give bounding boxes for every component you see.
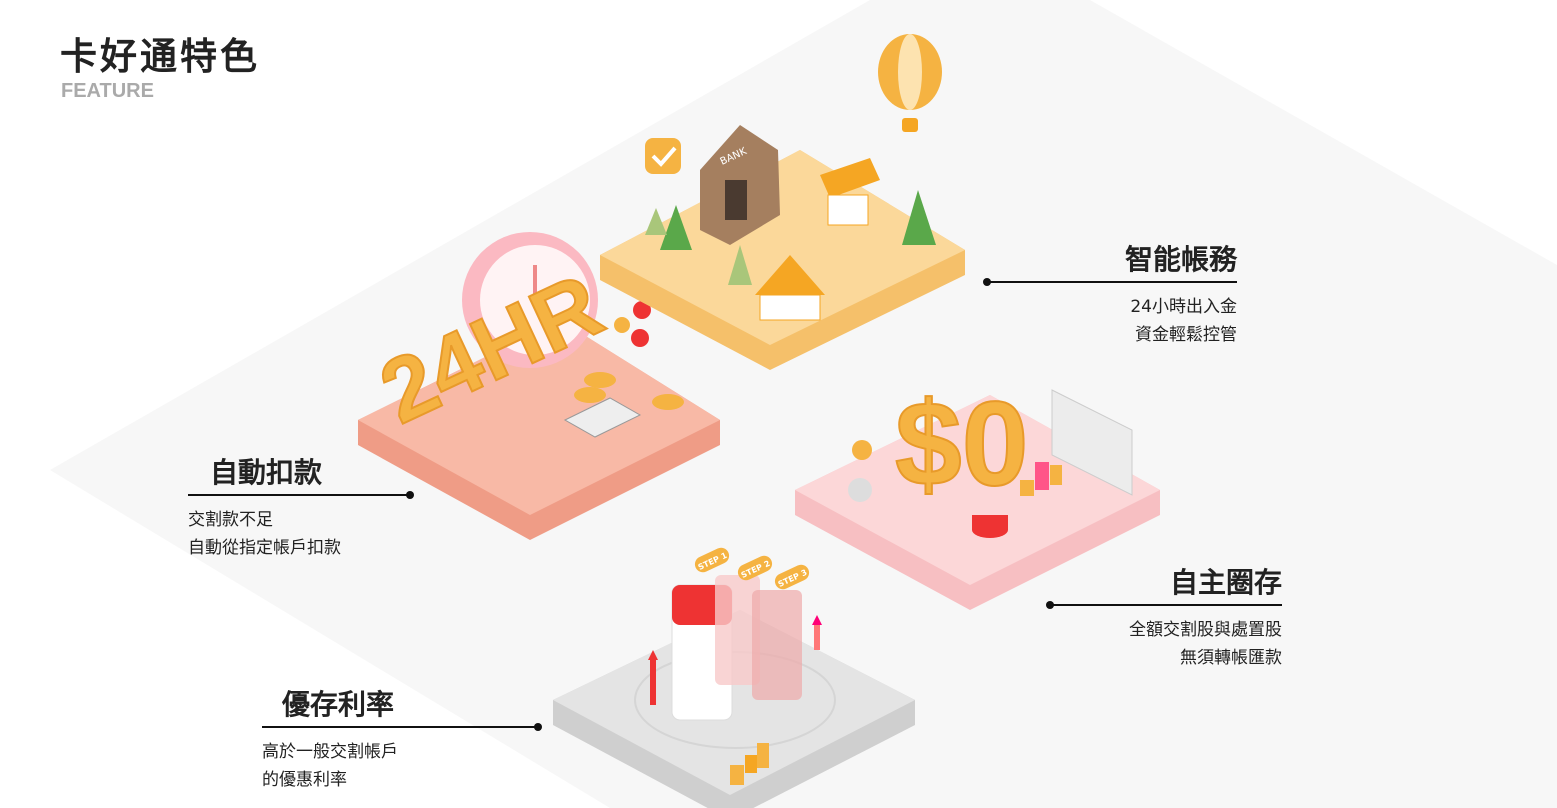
- feature-desc: 高於一般交割帳戶: [262, 742, 398, 762]
- tile-hold: $0: [795, 376, 1160, 610]
- tile-auto-debit: 24HR: [358, 232, 720, 540]
- feature-divider: [188, 491, 414, 499]
- feature-title: 自主圈存: [1169, 566, 1282, 599]
- zero-text: $0: [895, 377, 1028, 511]
- feature-desc: 全額交割股與處置股: [1129, 620, 1282, 640]
- feature-title: 優存利率: [282, 688, 395, 721]
- feature-desc: 無須轉帳匯款: [1180, 648, 1282, 668]
- background-diamond: [50, 0, 1557, 808]
- tile-smart-account: BANK: [600, 34, 965, 370]
- feature-title: 自動扣款: [210, 456, 323, 489]
- divider-dot: [534, 723, 542, 731]
- feature-hold: 自主圈存 全額交割股與處置股 無須轉帳匯款: [1046, 566, 1282, 672]
- feature-title: 智能帳務: [1124, 243, 1237, 276]
- divider-dot: [406, 491, 414, 499]
- feature-desc: 24小時出入金: [1130, 297, 1237, 317]
- feature-smart-account: 智能帳務 24小時出入金 資金輕鬆控管: [983, 243, 1237, 349]
- feature-desc: 自動從指定帳戶扣款: [188, 538, 341, 558]
- feature-auto-debit: 自動扣款 交割款不足 自動從指定帳戶扣款: [188, 456, 414, 562]
- feature-divider: [1046, 601, 1282, 609]
- feature-desc: 資金輕鬆控管: [1135, 325, 1237, 345]
- page-title: 卡好通特色: [60, 35, 260, 78]
- divider-dot: [983, 278, 991, 286]
- feature-desc: 交割款不足: [188, 510, 273, 530]
- feature-desc: 的優惠利率: [262, 770, 347, 790]
- divider-dot: [1046, 601, 1054, 609]
- feature-interest: 優存利率 高於一般交割帳戶 的優惠利率: [262, 688, 542, 794]
- tile-interest: STEP 1 STEP 2 STEP 3: [553, 547, 915, 808]
- feature-divider: [262, 723, 542, 731]
- page-subtitle: FEATURE: [61, 80, 154, 102]
- feature-divider: [983, 278, 1237, 286]
